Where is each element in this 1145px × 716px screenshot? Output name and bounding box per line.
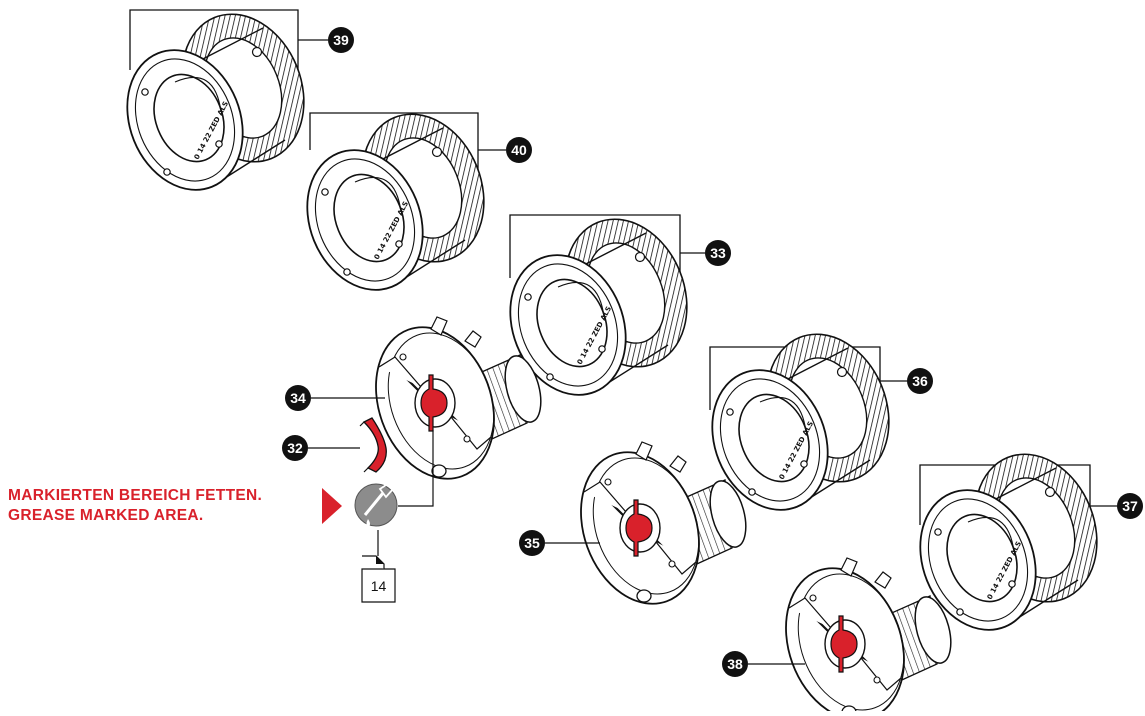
callout-38: 38: [722, 651, 748, 677]
burr-39: [106, 0, 327, 209]
svg-text:40: 40: [511, 142, 527, 158]
svg-text:33: 33: [710, 245, 726, 261]
callout-40: 40: [506, 137, 532, 163]
part-32-clip: [359, 417, 387, 473]
callout-34: 34: [285, 385, 311, 411]
leader-lines: [298, 39, 1117, 665]
grease-arrow-icon: [322, 488, 342, 524]
reference-page-number: 14: [370, 578, 387, 594]
svg-text:38: 38: [727, 656, 743, 672]
grease-instruction-english: GREASE MARKED AREA.: [8, 507, 204, 524]
callout-33: 33: [705, 240, 731, 266]
grease-instruction: MARKIERTEN BEREICH FETTEN. GREASE MARKED…: [8, 486, 262, 526]
burr-40: [286, 94, 507, 309]
svg-text:34: 34: [290, 390, 306, 406]
svg-text:32: 32: [287, 440, 303, 456]
callout-39: 39: [328, 27, 354, 53]
callout-36: 36: [907, 368, 933, 394]
reference-page-box: 14: [362, 569, 395, 602]
document-icon: [361, 555, 396, 603]
callout-35: 35: [519, 530, 545, 556]
svg-text:36: 36: [912, 373, 928, 389]
svg-text:39: 39: [333, 32, 349, 48]
burr-37: [899, 434, 1120, 649]
svg-text:35: 35: [524, 535, 540, 551]
grease-instruction-german: MARKIERTEN BEREICH FETTEN.: [8, 487, 263, 504]
grease-brush-icon: [354, 481, 398, 527]
callout-37: 37: [1117, 493, 1143, 519]
svg-text:37: 37: [1122, 498, 1138, 514]
callout-32: 32: [282, 435, 308, 461]
burr-36: [691, 314, 912, 529]
